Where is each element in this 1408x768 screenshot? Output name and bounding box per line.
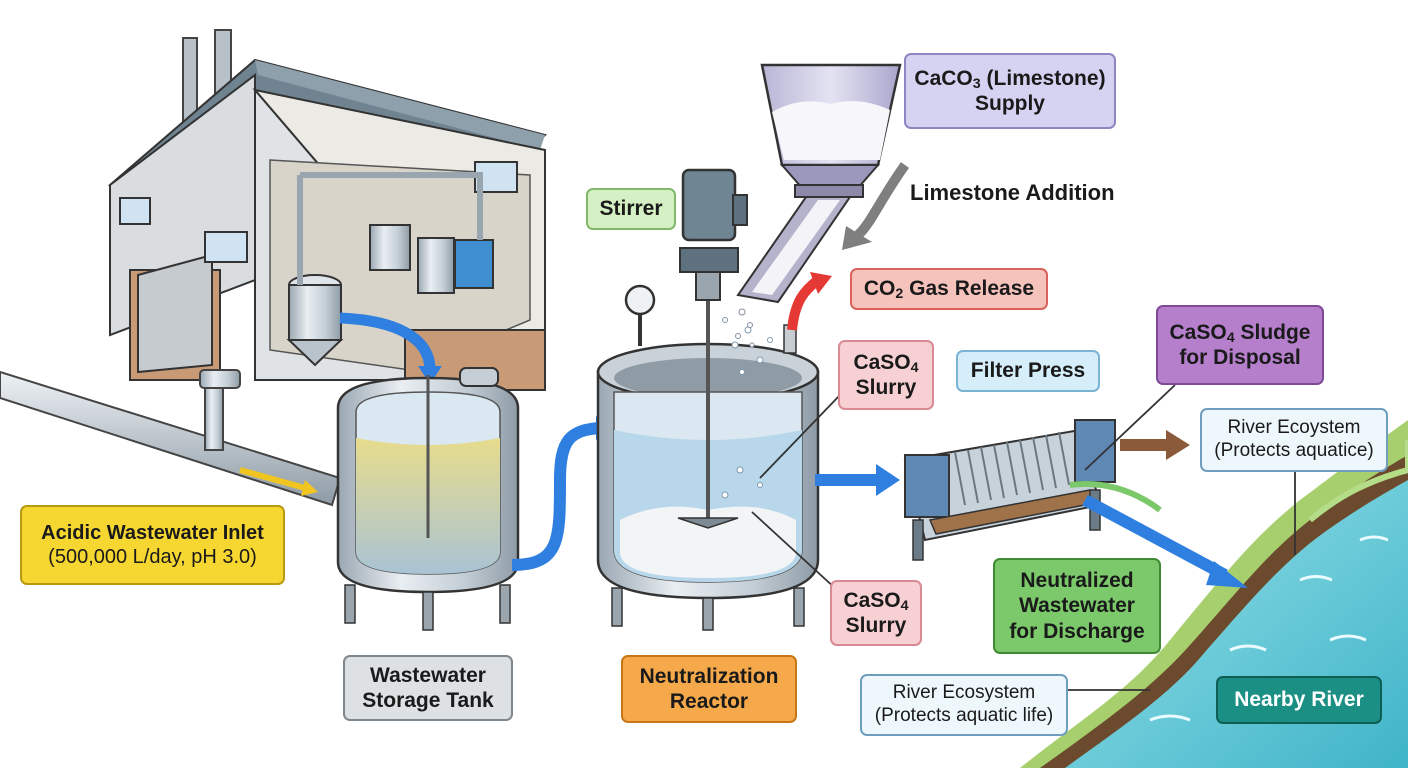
nearby-river-text: Nearby River bbox=[1234, 688, 1364, 712]
co2-release-arrowhead bbox=[810, 272, 832, 294]
limestone-addition-arrow bbox=[854, 162, 910, 239]
reactor-label: Neutralization Reactor bbox=[621, 655, 797, 723]
neutralized-line2: Wastewater bbox=[1019, 594, 1135, 618]
limestone-supply-label: CaCO3 (Limestone) Supply bbox=[904, 53, 1116, 129]
factory-flow-arrowhead bbox=[418, 366, 442, 384]
sludge-formula: CaSO bbox=[1169, 320, 1227, 344]
inlet-label: Acidic Wastewater Inlet (500,000 L/day, … bbox=[20, 505, 285, 585]
limestone-supply-formula: CaCO bbox=[914, 66, 973, 90]
slurry-bottom-line2: Slurry bbox=[845, 614, 907, 637]
storage-tank bbox=[336, 367, 520, 631]
limestone-addition-text: Limestone Addition bbox=[910, 180, 1115, 205]
inlet-label-line1: Acidic Wastewater Inlet bbox=[41, 522, 264, 544]
co2-release-line: CO2 Gas Release bbox=[864, 276, 1034, 301]
stirrer-motor bbox=[679, 168, 748, 301]
nearby-river-label: Nearby River bbox=[1216, 676, 1382, 724]
filter-press-label: Filter Press bbox=[956, 350, 1100, 392]
limestone-hopper bbox=[735, 63, 902, 348]
co2-release-label: CO2 Gas Release bbox=[850, 268, 1048, 310]
storage-tank-label: Wastewater Storage Tank bbox=[343, 655, 513, 721]
stirrer-text: Stirrer bbox=[599, 197, 663, 221]
co2-release-arrow bbox=[787, 276, 822, 331]
slurry-top-formula: CaSO bbox=[853, 350, 911, 374]
discharge-arrow bbox=[1082, 494, 1228, 581]
discharge-arrowhead bbox=[1206, 561, 1248, 588]
neutralization-reactor bbox=[596, 250, 820, 631]
co2-subscript: 2 bbox=[895, 286, 904, 303]
co2-rest: Gas Release bbox=[903, 277, 1035, 301]
stirrer-label: Stirrer bbox=[586, 188, 676, 230]
slurry-bottom-subscript: 4 bbox=[900, 597, 909, 614]
limestone-addition-arrowhead bbox=[842, 226, 872, 250]
slurry-bottom-formula: CaSO bbox=[843, 588, 901, 612]
limestone-supply-line1: CaCO3 (Limestone) bbox=[914, 66, 1105, 91]
slurry-top-label: CaSO4 Slurry bbox=[838, 340, 934, 410]
neutralized-wastewater-label: Neutralized Wastewater for Discharge bbox=[993, 558, 1161, 654]
limestone-supply-line2: Supply bbox=[974, 92, 1045, 115]
green-discharge-stream bbox=[1069, 481, 1162, 513]
storage-to-reactor-arrow bbox=[511, 422, 601, 571]
reactor-to-filter-arrowhead bbox=[876, 464, 900, 496]
river-ecosystem-bottom-line2: (Protects aquatic life) bbox=[874, 705, 1054, 726]
filter-press-text: Filter Press bbox=[970, 359, 1086, 383]
filter-press bbox=[903, 419, 1116, 561]
sludge-arrowhead bbox=[1166, 430, 1190, 460]
slurry-bottom-label: CaSO4 Slurry bbox=[830, 580, 922, 646]
river-ecosystem-top-line1: River Ecoystem bbox=[1227, 417, 1361, 439]
neutralized-line1: Neutralized bbox=[1020, 569, 1134, 593]
slurry-top-line2: Slurry bbox=[855, 376, 917, 399]
river-ecosystem-top-label: River Ecoystem (Protects aquatice) bbox=[1200, 408, 1388, 472]
inlet-label-line2: (500,000 L/day, pH 3.0) bbox=[48, 546, 257, 568]
sludge-subscript: 4 bbox=[1226, 329, 1235, 346]
slurry-top-subscript: 4 bbox=[910, 359, 919, 376]
slurry-top-line1: CaSO4 bbox=[853, 350, 918, 375]
neutralized-line3: for Discharge bbox=[1009, 619, 1145, 643]
factory-building bbox=[107, 29, 548, 391]
sludge-line1: CaSO4 Sludge bbox=[1170, 320, 1311, 345]
limestone-supply-rest: (Limestone) bbox=[980, 66, 1106, 90]
sludge-label: CaSO4 Sludge for Disposal bbox=[1156, 305, 1324, 385]
storage-tank-text: Wastewater Storage Tank bbox=[362, 663, 494, 712]
river-ecosystem-bottom-label: River Ecosystem (Protects aquatic life) bbox=[860, 674, 1068, 736]
river-ecosystem-top-line2: (Protects aquatice) bbox=[1214, 440, 1374, 461]
sludge-rest: Sludge bbox=[1234, 320, 1311, 344]
slurry-bottom-line1: CaSO4 bbox=[843, 588, 908, 613]
limestone-supply-subscript: 3 bbox=[972, 75, 981, 92]
reactor-text: Neutralization Reactor bbox=[639, 664, 779, 713]
co2-formula: CO bbox=[863, 277, 896, 301]
sludge-line2: for Disposal bbox=[1179, 346, 1301, 369]
factory-flow-arrow bbox=[339, 312, 436, 371]
inlet-pipe bbox=[0, 369, 342, 507]
river-ecosystem-bottom-line1: River Ecosystem bbox=[892, 682, 1036, 704]
